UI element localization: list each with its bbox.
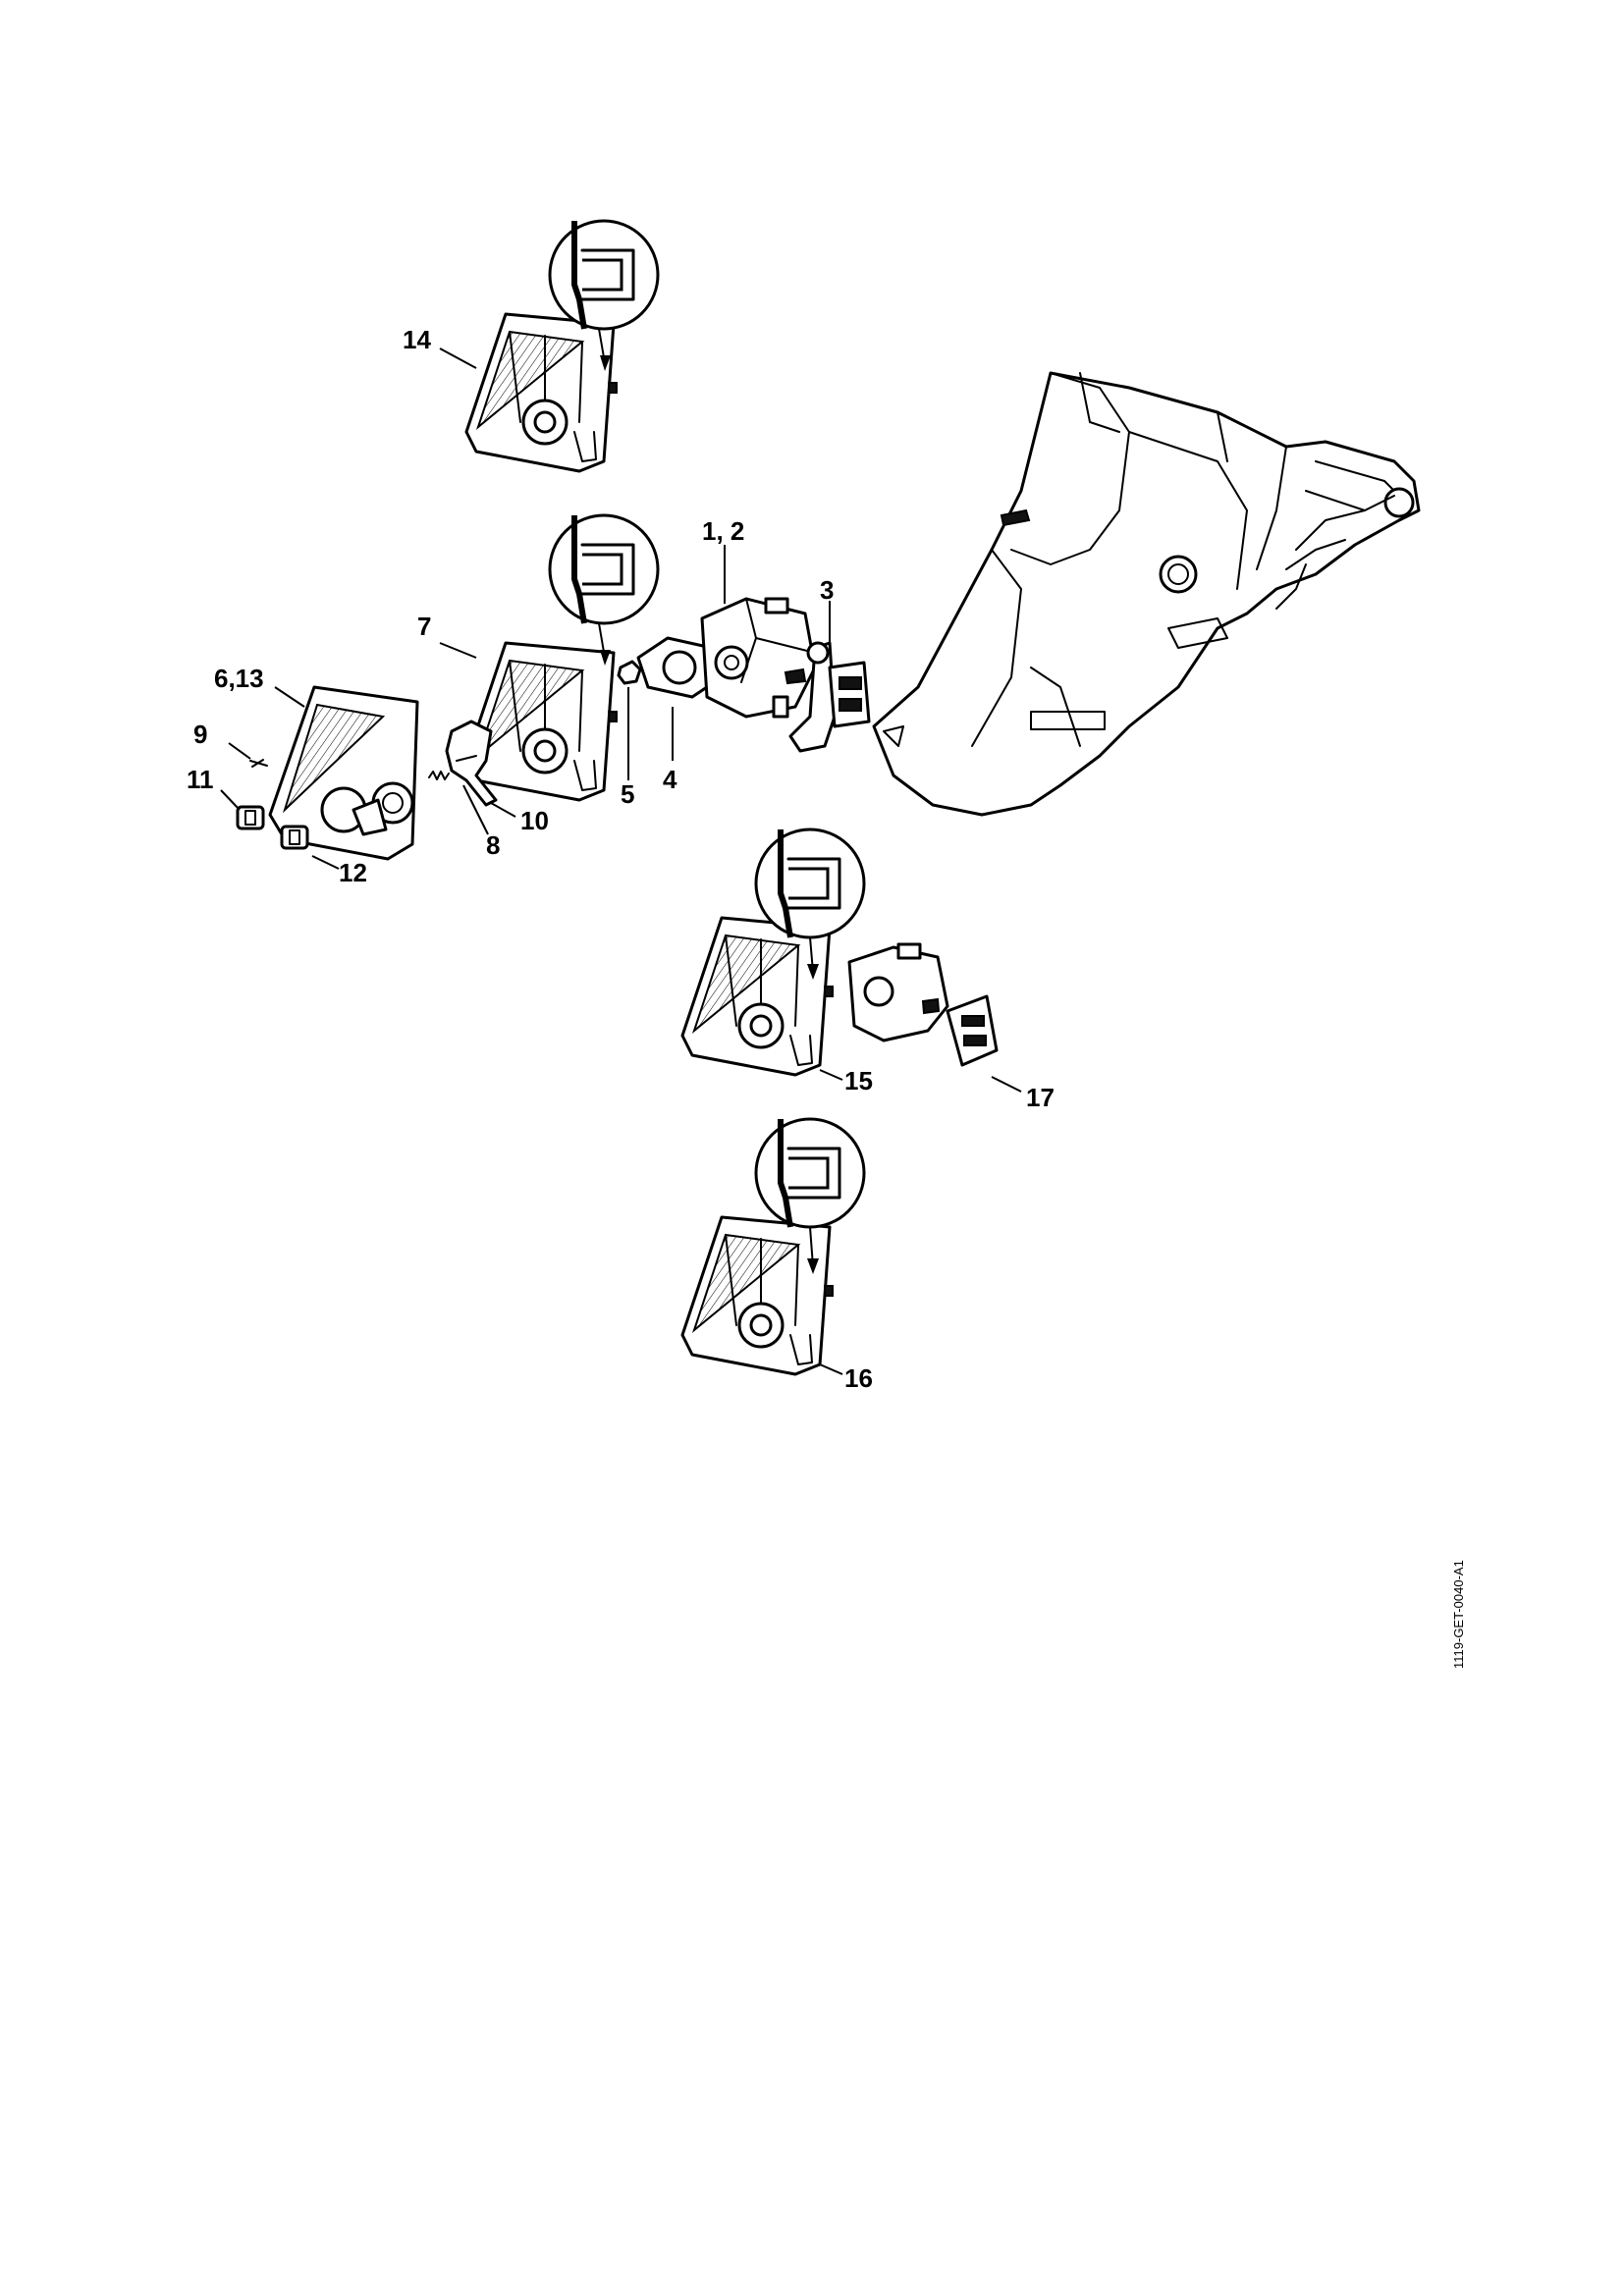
callout-8: 8 [486, 830, 500, 860]
spring-8 [428, 771, 450, 780]
detail-view-15 [756, 829, 864, 937]
pin-9 [249, 759, 268, 768]
callout-15: 15 [844, 1066, 873, 1095]
callout-11: 11 [187, 765, 214, 794]
air-filter-7 [464, 641, 619, 802]
engine-housing [872, 371, 1421, 817]
nut-5 [617, 660, 642, 685]
choke-lever-10 [445, 720, 498, 807]
detail-view-16 [756, 1119, 864, 1227]
detail-view-14 [550, 221, 658, 329]
callout-6-13: 6,13 [214, 664, 264, 693]
leader-lines [220, 347, 1022, 1375]
callout-5: 5 [621, 779, 634, 809]
detail-view-7 [550, 515, 658, 623]
callout-10: 10 [520, 806, 549, 835]
callout-3: 3 [820, 575, 834, 605]
air-filter-14 [464, 312, 619, 473]
screw-12 [280, 825, 309, 850]
intake-adapter-3 [788, 641, 871, 753]
callout-14: 14 [403, 325, 431, 354]
carburetor-1-2 [700, 597, 817, 719]
callout-7: 7 [417, 612, 431, 641]
callout-1-2: 1, 2 [702, 516, 744, 546]
screw-11 [236, 805, 265, 830]
callout-9: 9 [193, 720, 207, 749]
carburetor-15-group [847, 942, 949, 1042]
callout-12: 12 [339, 858, 367, 887]
callout-4: 4 [663, 765, 677, 794]
air-filter-6-13 [268, 685, 419, 861]
document-id: 1119-GET-0040-A1 [1451, 1560, 1466, 1669]
callout-16: 16 [844, 1363, 873, 1393]
callout-17: 17 [1026, 1083, 1055, 1112]
intake-adapter-17 [946, 994, 999, 1067]
